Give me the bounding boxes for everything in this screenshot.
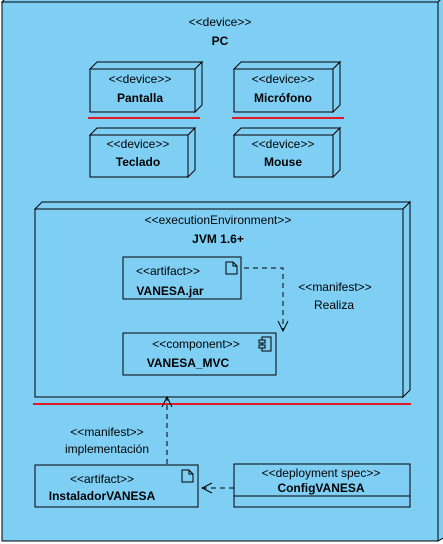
manifest-implementacion-edge[interactable]: <<manifest>> implementación [65,397,167,464]
deployment-spec-config-vanesa[interactable]: <<deployment spec>> ConfigVANESA [233,463,411,508]
jvm-stereotype: <<executionEnvironment>> [145,213,292,227]
pc-stereotype: <<device>> [189,15,252,29]
component-stereotype: <<component>> [152,337,239,351]
artifact-instalador-vanesa[interactable]: <<artifact>> InstaladorVANESA [34,464,199,508]
jvm-name: JVM 1.6+ [192,232,244,246]
device-mouse[interactable]: <<device>> Mouse [232,126,342,179]
pc-name: PC [212,34,229,48]
document-icon [225,261,238,275]
component-icon [258,336,272,352]
device-microfono[interactable]: <<device>> Micrófono [232,60,344,119]
device-teclado[interactable]: <<device>> Teclado [88,126,197,179]
device-stereotype: <<device>> [252,72,315,86]
spec-stereotype: <<deployment spec>> [262,466,381,480]
manifest-stereotype: <<manifest>> [70,425,143,439]
device-name-teclado: Teclado [116,155,160,169]
manifest-label: Realiza [314,298,354,312]
manifest-realiza-edge[interactable]: <<manifest>> Realiza [244,267,372,331]
component-name: VANESA_MVC [147,356,230,370]
manifest-label: implementación [65,442,149,456]
device-name-mouse: Mouse [264,155,302,169]
artifact-stereotype: <<artifact>> [136,264,200,278]
device-name-pantalla: Pantalla [117,91,163,105]
component-vanesa-mvc[interactable]: <<component>> VANESA_MVC [122,332,277,376]
device-stereotype: <<device>> [252,137,315,151]
spec-name: ConfigVANESA [277,481,364,495]
artifact-name: InstaladorVANESA [49,489,156,503]
artifact-name: VANESA.jar [136,284,203,298]
device-stereotype: <<device>> [107,137,170,151]
manifest-stereotype: <<manifest>> [298,280,371,294]
artifact-stereotype: <<artifact>> [70,472,134,486]
device-name-microfono: Micrófono [254,91,312,105]
device-stereotype: <<device>> [109,72,172,86]
device-pantalla[interactable]: <<device>> Pantalla [88,60,204,119]
artifact-vanesa-jar[interactable]: <<artifact>> VANESA.jar [122,256,242,300]
document-icon [181,469,194,483]
